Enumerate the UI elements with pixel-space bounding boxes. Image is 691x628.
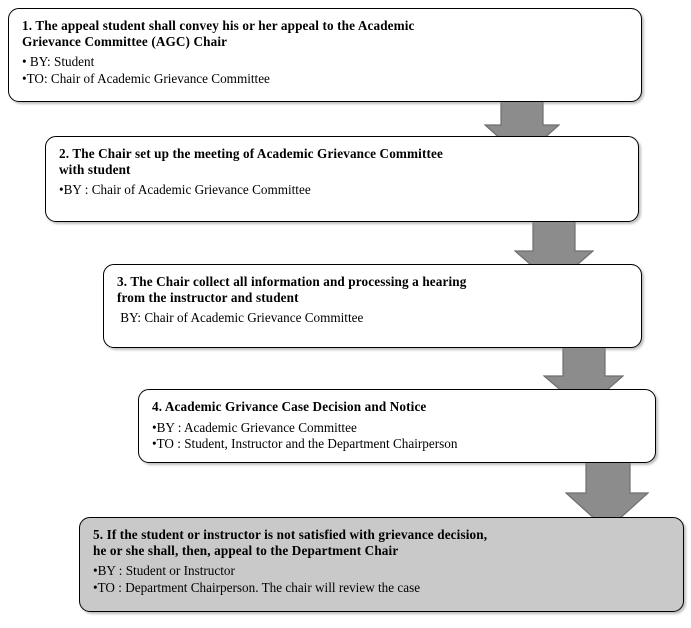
step-4-title: 4. Academic Grivance Case Decision and N… [152, 399, 645, 415]
process-box-step-5[interactable]: 5. If the student or instructor is not s… [79, 517, 684, 612]
step-2-details: •BY : Chair of Academic Grievance Commit… [59, 182, 628, 198]
step-1-content: 1. The appeal student shall convey his o… [22, 18, 631, 87]
step-5-title-line-1: 5. If the student or instructor is not s… [93, 527, 488, 542]
step-1-details: • BY: Student •TO: Chair of Academic Gri… [22, 54, 631, 87]
step-2-title-line-1: 2. The Chair set up the meeting of Acade… [59, 146, 443, 161]
step-3-content: 3. The Chair collect all information and… [117, 274, 631, 327]
step-4-content: 4. Academic Grivance Case Decision and N… [152, 399, 645, 452]
step-5-details: •BY : Student or Instructor •TO : Depart… [93, 563, 673, 596]
step-1-detail-by: • BY: Student [22, 54, 95, 70]
process-box-step-1[interactable]: 1. The appeal student shall convey his o… [8, 8, 642, 102]
step-3-title-line-2: from the instructor and student [117, 289, 299, 305]
step-3-detail-by: BY: Chair of Academic Grievance Committe… [117, 310, 364, 326]
step-2-content: 2. The Chair set up the meeting of Acade… [59, 146, 628, 199]
step-1-title-line-2: Grievance Committee (AGC) Chair [22, 33, 228, 49]
step-1-detail-to: •TO: Chair of Academic Grievance Committ… [22, 70, 270, 86]
step-4-detail-to: •TO : Student, Instructor and the Depart… [152, 436, 458, 451]
step-5-title-line-2: he or she shall, then, appeal to the Dep… [93, 542, 399, 558]
step-3-details: BY: Chair of Academic Grievance Committe… [117, 310, 631, 326]
step-5-detail-by: •BY : Student or Instructor [93, 563, 235, 579]
step-2-title-line-2: with student [59, 161, 131, 177]
process-box-step-3[interactable]: 3. The Chair collect all information and… [103, 264, 642, 348]
process-box-step-4[interactable]: 4. Academic Grivance Case Decision and N… [138, 389, 656, 463]
step-1-title-line-1: 1. The appeal student shall convey his o… [22, 18, 415, 33]
step-4-detail-by: •BY : Academic Grievance Committee [152, 419, 357, 435]
process-box-step-2[interactable]: 2. The Chair set up the meeting of Acade… [45, 136, 639, 222]
step-4-details: •BY : Academic Grievance Committee •TO :… [152, 420, 645, 453]
step-5-content: 5. If the student or instructor is not s… [93, 527, 673, 596]
step-5-detail-to: •TO : Department Chairperson. The chair … [93, 579, 421, 595]
step-3-title-line-1: 3. The Chair collect all information and… [117, 274, 467, 289]
step-2-title: 2. The Chair set up the meeting of Acade… [59, 146, 628, 177]
step-5-title: 5. If the student or instructor is not s… [93, 527, 673, 558]
step-2-detail-by: •BY : Chair of Academic Grievance Commit… [59, 182, 311, 198]
step-3-title: 3. The Chair collect all information and… [117, 274, 631, 305]
step-1-title: 1. The appeal student shall convey his o… [22, 18, 631, 49]
step-4-title-line-1: 4. Academic Grivance Case Decision and N… [152, 399, 427, 414]
